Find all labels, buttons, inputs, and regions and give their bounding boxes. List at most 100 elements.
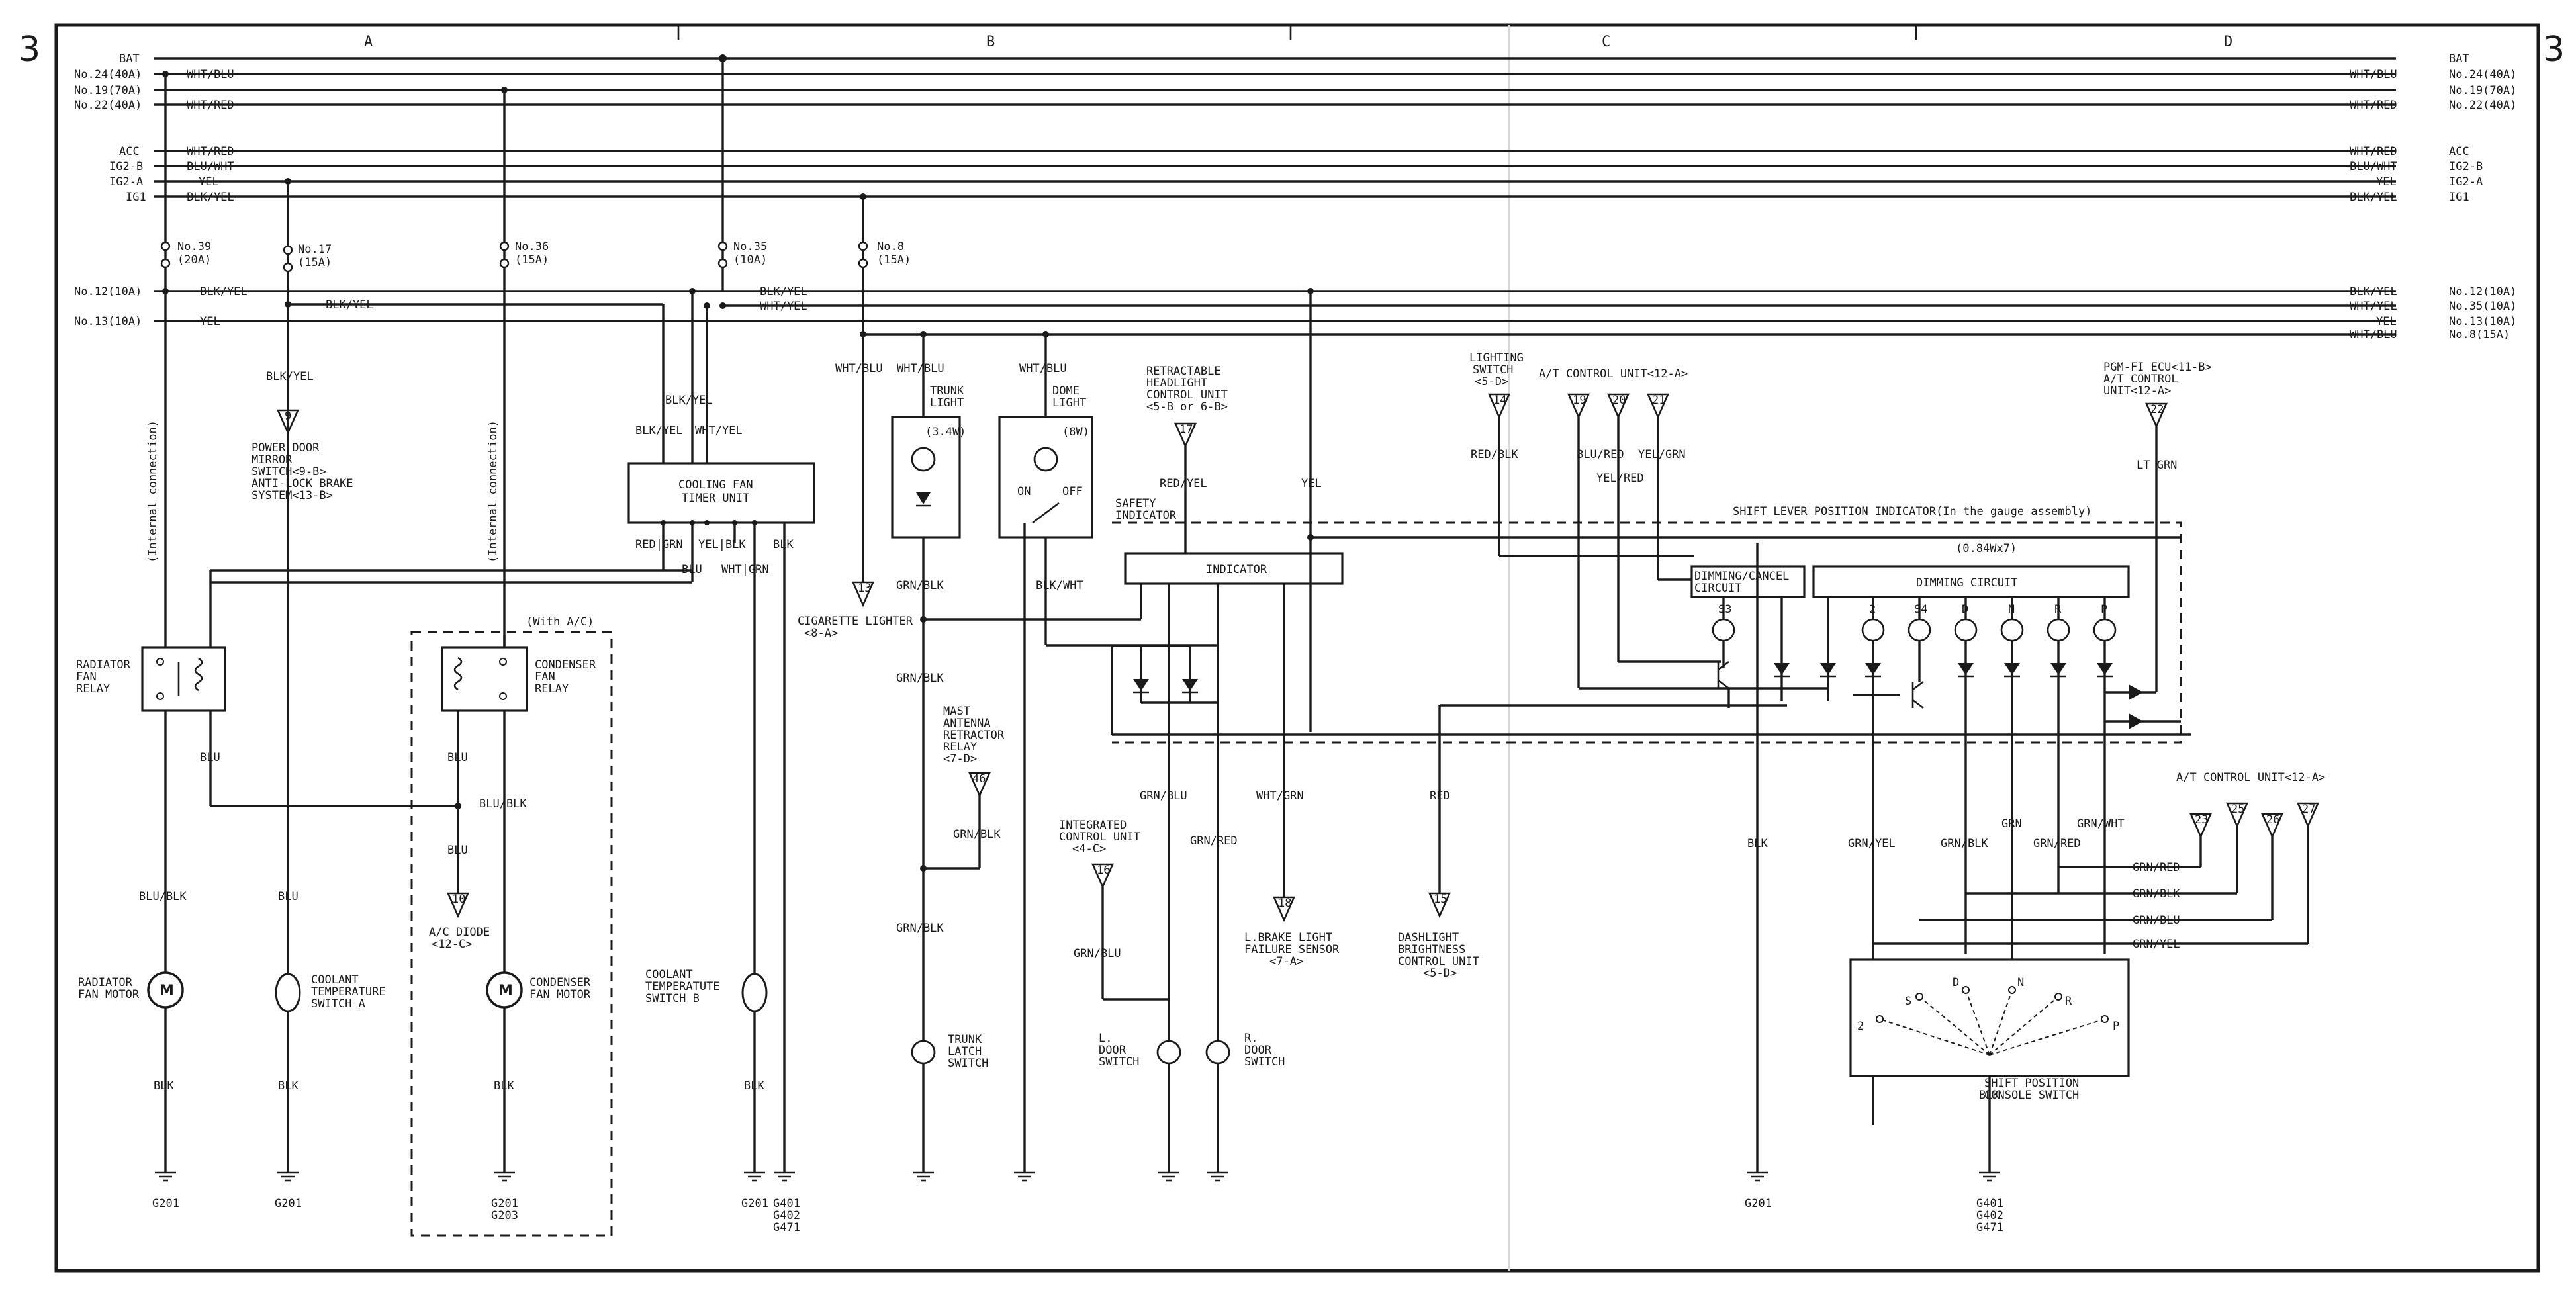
connector-10-num: 10 — [452, 893, 465, 906]
trunk-light-label-2: LIGHT — [930, 396, 964, 410]
trunk-light-box — [891, 416, 961, 539]
shift-console-label-1: SHIFT POSITION — [1984, 1077, 2079, 1090]
fuse-36-name: No.36 — [515, 240, 549, 253]
coolant-a-label-3: SWITCH A — [311, 997, 365, 1011]
ground-g401-line1: G401 — [773, 1197, 800, 1210]
wire-label-radiator-blublk: BLU/BLK — [139, 890, 187, 903]
condenser-motor-label-2: FAN MOTOR — [529, 988, 591, 1001]
transistor-s4 — [1853, 641, 1924, 709]
connector-22-line3: UNIT<12-A> — [2103, 384, 2171, 398]
shift-lever-indicator-outline — [1112, 521, 2182, 744]
condenser-fan-motor-icon — [486, 971, 523, 1009]
connector-46-num: 46 — [972, 772, 986, 786]
wire-label-grnblk-drop: GRN/BLK — [1941, 837, 1988, 850]
bulb-n-icon — [2000, 618, 2024, 642]
wire-label-cig-whtblu: WHT/BLU — [835, 362, 883, 375]
page-number-left: 3 — [19, 30, 40, 69]
rail-bat-right: BAT — [2449, 52, 2469, 66]
connector-18-line1: L.BRAKE LIGHT — [1244, 931, 1332, 944]
shift-console-label-2: CONSOLE SWITCH — [1984, 1089, 2079, 1102]
console-label-d: D — [1953, 976, 1959, 989]
dome-light-label-1: DOME — [1052, 384, 1080, 398]
dimming-cancel-label-2: CIRCUIT — [1694, 582, 1742, 595]
branch-no12-rwire: BLK/YEL — [2350, 285, 2397, 298]
wire-label-c17-redyel: RED/YEL — [1160, 477, 1207, 490]
wire-label-trunk-grnblk-3: GRN/BLK — [896, 922, 944, 935]
rail-ig2a-left: IG2-A — [109, 175, 143, 189]
connector-46-line3: RETRACTOR — [943, 729, 1005, 742]
wire-label-radiator-blk: BLK — [154, 1079, 174, 1093]
branch-rails — [154, 288, 2396, 463]
dimming-circuit-box — [1812, 565, 2130, 598]
connector-19-num: 19 — [1573, 394, 1586, 407]
right-rail-grnblu: GRN/BLU — [2133, 914, 2180, 927]
connector-17-line4: <5-B or 6-B> — [1146, 400, 1228, 414]
ground-g201-label-2: G201 — [275, 1197, 302, 1210]
connector-16-line3: <4-C> — [1072, 842, 1106, 856]
wire-label-c14-redblk: RED/BLK — [1471, 448, 1518, 461]
branch-no35-wire2: WHT/YEL — [760, 300, 807, 313]
connector-17-icon — [1174, 422, 1197, 449]
connector-16-line2: CONTROL UNIT — [1059, 831, 1140, 844]
condenser-fan-relay — [441, 646, 528, 712]
connector-14-line3: <5-D> — [1475, 375, 1508, 388]
rail-ig2a-right: IG2-A — [2449, 175, 2483, 189]
connector-46-line4: RELAY — [943, 741, 977, 754]
wire-label-timer-blkyel2: BLK/YEL — [635, 424, 683, 437]
dome-light-box — [998, 416, 1093, 539]
console-label-r: R — [2065, 995, 2072, 1008]
r-door-label-1: R. — [1244, 1032, 1258, 1045]
radiator-relay-label-1: RADIATOR — [76, 658, 131, 672]
ground-g401b-line1: G401 — [1976, 1197, 2003, 1210]
connector-18-line2: FAILURE SENSOR — [1244, 943, 1340, 956]
connector-10-line1: A/C DIODE — [429, 926, 490, 939]
connector-25-icon — [2226, 802, 2248, 829]
dome-light-icon — [1033, 447, 1058, 472]
trunk-light-label-1: TRUNK — [930, 384, 964, 398]
wire-label-trunk-grnblk: GRN/BLK — [896, 579, 944, 592]
rail-ig2a-wire: YEL — [199, 175, 219, 189]
ground-g201-2 — [277, 1171, 299, 1182]
fuse-36-rating: (15A) — [515, 253, 549, 267]
coolant-b-label-1: COOLANT — [645, 968, 693, 981]
rail-no22-rwire: WHT/RED — [2350, 99, 2397, 112]
radiator-fan-motor-icon — [147, 971, 184, 1009]
connector-19-icon — [1567, 393, 1590, 420]
shift-console-switch-box — [1849, 958, 2130, 1077]
rail-acc-wire: WHT/RED — [187, 145, 234, 158]
connector-23-icon — [2189, 813, 2212, 839]
connector-46-icon — [968, 772, 991, 798]
bulb-label-s3: S3 — [1718, 603, 1731, 616]
ground-trunk — [913, 1171, 934, 1182]
wire-label-condenser-blublk: BLU/BLK — [479, 797, 527, 811]
rail-ig1-left: IG1 — [126, 191, 146, 204]
rail-ig2b-left: IG2-B — [109, 160, 143, 173]
wire-label-grn-drop: GRN — [2001, 817, 2022, 831]
connector-27-num: 27 — [2302, 803, 2315, 816]
rail-no24-rwire: WHT/BLU — [2350, 68, 2397, 81]
wire-label-dome-whtblu: WHT/BLU — [1019, 362, 1067, 375]
rail-acc-left: ACC — [119, 145, 140, 158]
condenser-relay-label-3: RELAY — [535, 682, 569, 696]
right-rail-grnyel: GRN/YEL — [2133, 938, 2180, 951]
internal-connection-2: (Internal connection) — [486, 420, 500, 562]
rail-ig2a-rwire: YEL — [2376, 175, 2397, 189]
l-door-label-2: DOOR — [1099, 1044, 1127, 1057]
ground-g201-g203 — [494, 1171, 515, 1182]
branch-no13-left: No.13(10A) — [74, 315, 142, 328]
l-door-label-1: L. — [1099, 1032, 1112, 1045]
connector-46-line2: ANTENNA — [943, 717, 991, 730]
wire-label-timer-yelblk: YEL|BLK — [698, 538, 746, 551]
zone-d: D — [2224, 34, 2232, 50]
dimming-circuit-label: DIMMING CIRCUIT — [1916, 576, 2018, 590]
radiator-relay-label-2: FAN — [76, 670, 97, 684]
radiator-motor-label-1: RADIATOR — [78, 976, 133, 989]
connector-9-line5: SYSTEM<13-B> — [252, 489, 333, 502]
dome-light-label-2: LIGHT — [1052, 396, 1086, 410]
fuse-35-rating: (10A) — [733, 253, 767, 267]
wire-label-timer-blk: BLK — [773, 538, 794, 551]
connector-20-icon — [1607, 393, 1630, 420]
wire-label-grnred-drop: GRN/RED — [2033, 837, 2081, 850]
connector-14-num: 14 — [1493, 394, 1506, 407]
